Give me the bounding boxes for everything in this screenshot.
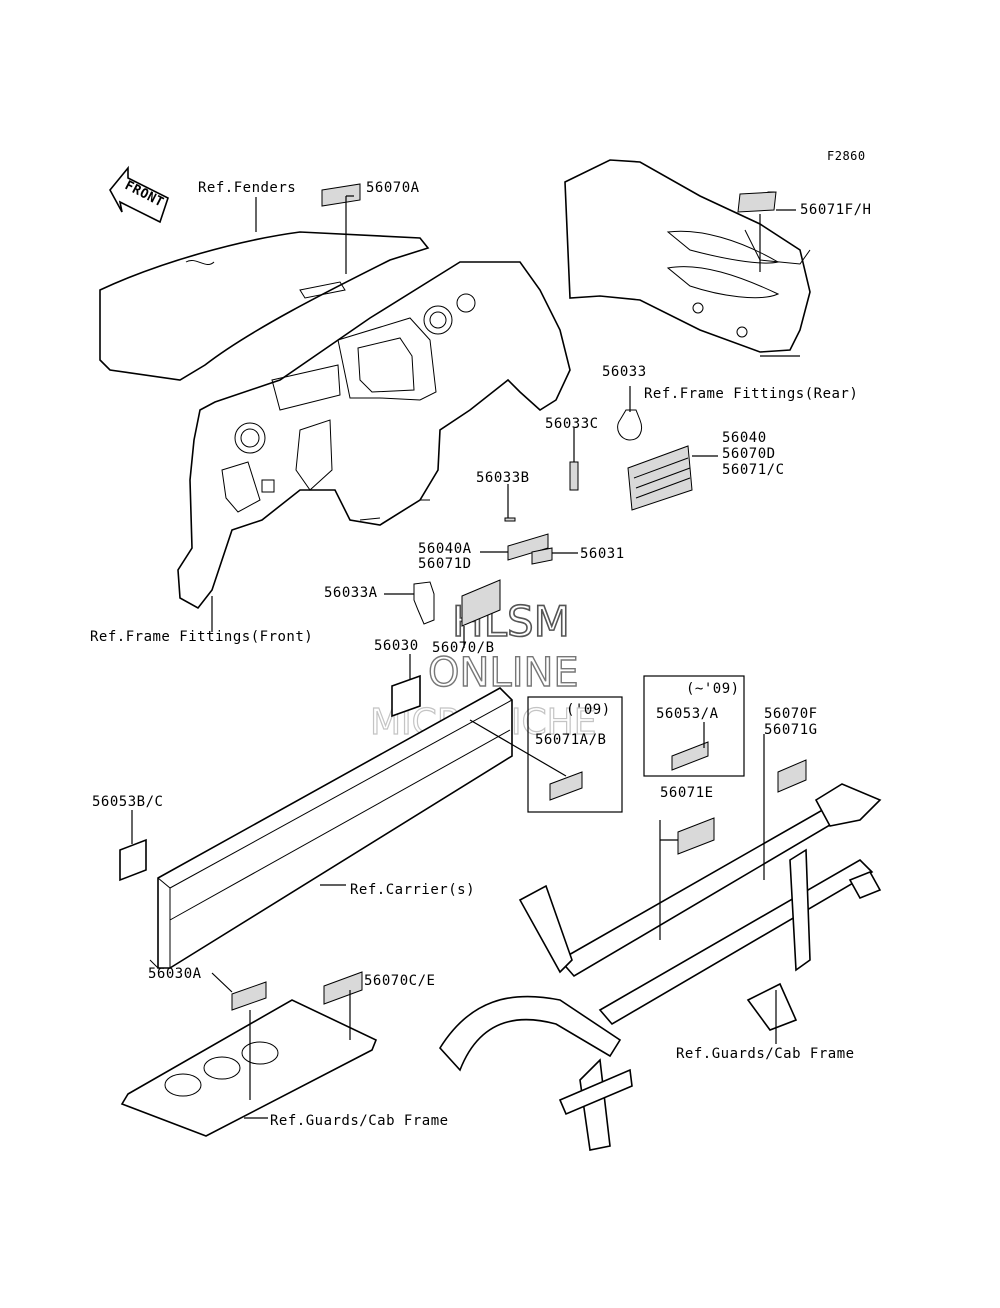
label-56033A: 56033A (324, 585, 378, 601)
decal-56033A (413, 581, 435, 625)
decal-56033C (569, 461, 579, 491)
decal-56071E (677, 817, 715, 855)
label-56033B: 56033B (476, 470, 530, 486)
front-arrow-icon: FRONT (109, 165, 169, 224)
figure-code: F2860 (827, 149, 866, 163)
decal-56053BC (119, 838, 147, 882)
label-56071AB: 56071A/B (535, 732, 606, 748)
label-56053BC: 56053B/C (92, 794, 163, 810)
decal-56031 (531, 547, 553, 565)
leader-lines (131, 195, 800, 1119)
decal-56030A (231, 981, 267, 1011)
label-56070CE: 56070C/E (364, 973, 435, 989)
decal-56070CE (323, 971, 363, 1005)
label-56071FH: 56071F/H (800, 202, 871, 218)
callout-box-to09 (643, 675, 745, 777)
label-ref-frame-front: Ref.Frame Fittings(Front) (90, 629, 313, 645)
decal-56070B (461, 579, 501, 627)
label-56053A: 56053/A (656, 706, 719, 722)
label-56033C: 56033C (545, 416, 599, 432)
label-56040A: 56040A (418, 541, 472, 557)
watermark-line-2: ONLINE (428, 650, 579, 696)
label-ref-guards-bottom: Ref.Guards/Cab Frame (270, 1113, 449, 1129)
decal-56033 (617, 409, 643, 441)
decal-56053A (671, 741, 709, 771)
label-56070D: 56070D (722, 446, 776, 462)
label-56070B: 56070/B (432, 640, 495, 656)
label-56071G: 56071G (764, 722, 818, 738)
label-56030A: 56030A (148, 966, 202, 982)
decal-56040 (627, 445, 693, 511)
decal-56040A (507, 533, 549, 561)
label-ref-carrier: Ref.Carrier(s) (350, 882, 475, 898)
label-ref-frame-rear: Ref.Frame Fittings(Rear) (644, 386, 858, 402)
carrier-gate (149, 687, 513, 969)
label-56033: 56033 (602, 364, 647, 380)
label-ref-guards-right: Ref.Guards/Cab Frame (676, 1046, 855, 1062)
label-56031: 56031 (580, 546, 625, 562)
label-note-to09: (~'09) (686, 681, 740, 697)
decal-56070F (777, 759, 807, 793)
label-ref-fenders: Ref.Fenders (198, 180, 296, 196)
cab-frame (439, 783, 882, 1151)
dashboard-panel (177, 261, 571, 610)
floor-guard (120, 999, 378, 1137)
label-56070A: 56070A (366, 180, 420, 196)
label-56071E: 56071E (660, 785, 714, 801)
label-56070F: 56070F (764, 706, 818, 722)
rear-fender-panel (564, 159, 811, 353)
decal-56030 (391, 674, 421, 718)
decal-56033B (504, 517, 516, 522)
label-56030: 56030 (374, 638, 419, 654)
decal-56071FH (737, 191, 777, 213)
label-56040: 56040 (722, 430, 767, 446)
label-56071C: 56071/C (722, 462, 785, 478)
decal-56070A (321, 183, 361, 207)
label-56071D: 56071D (418, 556, 472, 572)
label-note-09: ('09) (566, 702, 611, 718)
decal-56071AB (549, 771, 583, 801)
